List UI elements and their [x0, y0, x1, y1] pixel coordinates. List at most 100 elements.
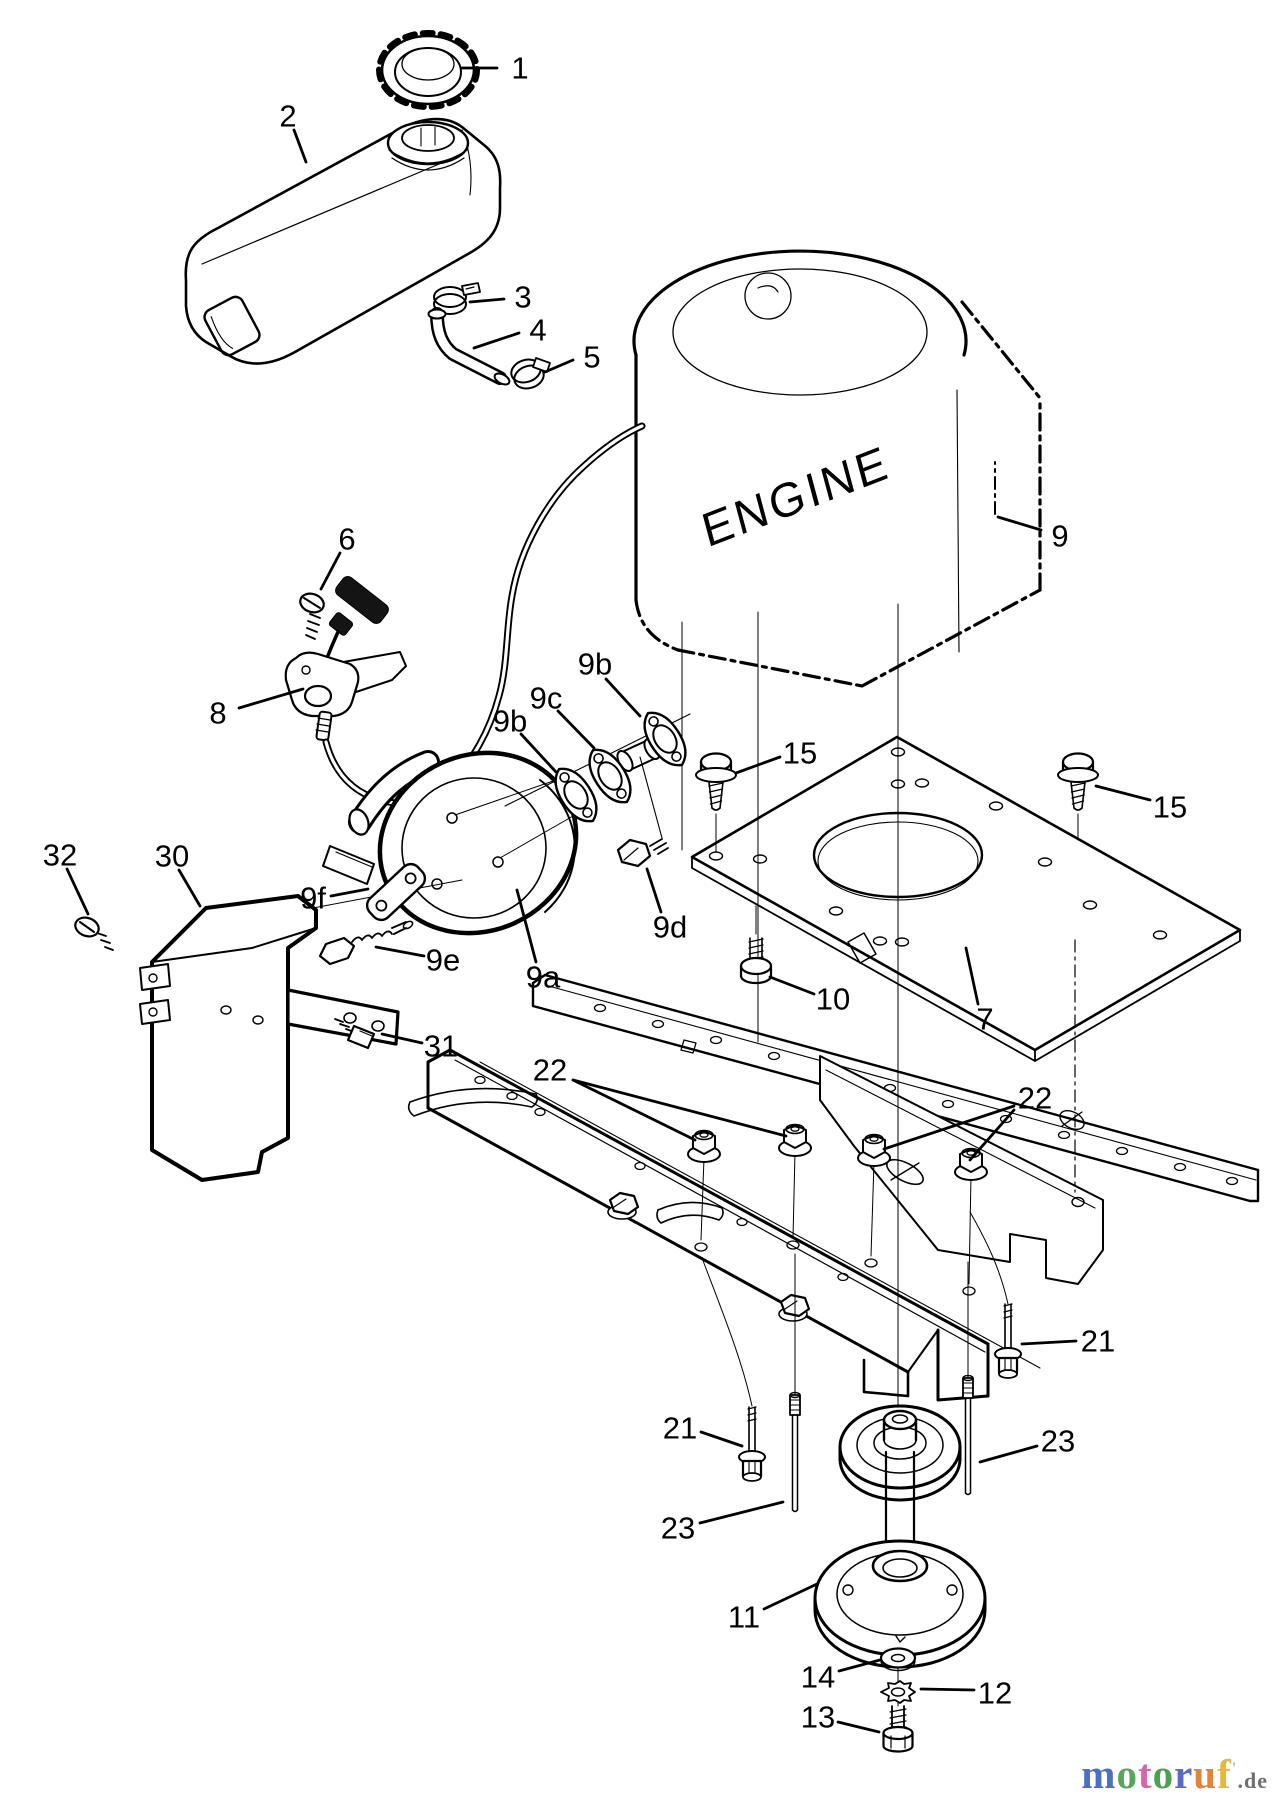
callout-leader-9b [604, 677, 642, 718]
callout-leader-9d [645, 867, 663, 914]
callout-label-5: 5 [583, 340, 600, 375]
callout-label-4: 4 [529, 313, 546, 348]
watermark-letter: o [1116, 1751, 1138, 1797]
callout-label-3: 3 [514, 280, 531, 315]
callout-leader-23 [978, 1444, 1039, 1464]
callout-layer: 123456899b9c9b9d9e9f9a303231151571022222… [43, 51, 1187, 1735]
callout-label-6: 6 [338, 522, 355, 557]
engine-box-label: ENGINE [696, 435, 895, 557]
callout-leader-23 [698, 1500, 785, 1525]
callout-label-13: 13 [801, 1700, 835, 1735]
callout-label-9: 9 [1051, 519, 1068, 554]
exhaust-gasket-stack-drawing [504, 703, 696, 839]
idler-pulley-top-drawing [838, 1404, 962, 1502]
callout-label-10: 10 [816, 982, 850, 1017]
callout-label-9c: 9c [530, 681, 563, 716]
callout-leader-8 [237, 687, 305, 710]
bolt-21-right-drawing [993, 1302, 1023, 1380]
engine-plate-drawing [690, 735, 1242, 1062]
callout-leader-15 [734, 755, 782, 775]
callout-label-22: 22 [533, 1053, 567, 1088]
callout-label-32: 32 [43, 838, 77, 873]
callout-label-15: 15 [783, 736, 817, 771]
fuel-cap-drawing [376, 30, 480, 110]
watermark-letter: r [1174, 1751, 1194, 1797]
rod-23-right-drawing [962, 1374, 974, 1496]
throttle-screw-6-drawing [299, 592, 325, 640]
callout-label-15: 15 [1153, 790, 1187, 825]
hose-clamp-3-drawing [433, 282, 481, 315]
rod-23-left-drawing [789, 1391, 801, 1513]
callout-leader-22 [571, 1078, 697, 1142]
callout-leader-21 [699, 1430, 744, 1448]
bolt-10-drawing [739, 905, 773, 985]
hose-clamp-5-drawing [510, 357, 551, 390]
callout-leader-11 [762, 1582, 819, 1611]
callout-leader-13 [836, 1720, 881, 1734]
callout-leader-9 [996, 515, 1043, 532]
throttle-control-8-drawing [284, 576, 407, 742]
callout-leader-6 [319, 551, 342, 591]
callout-label-21: 21 [663, 1411, 697, 1446]
callout-label-9d: 9d [653, 910, 687, 945]
bolt-9e-drawing [318, 920, 414, 966]
watermark-suffix: .de [1237, 1768, 1268, 1793]
callout-label-8: 8 [209, 696, 226, 731]
callout-leader-21 [1020, 1339, 1078, 1346]
screw-31-drawing [334, 1018, 376, 1050]
callout-leader-32 [65, 867, 90, 916]
callout-leader-31 [380, 1032, 424, 1045]
callout-leader-10 [768, 975, 816, 996]
callout-leader-9c [556, 709, 596, 750]
callout-leader-14 [837, 1658, 882, 1673]
engine-box-drawing: ENGINE [632, 249, 1042, 688]
watermark-letter: f [1217, 1751, 1232, 1797]
lock-washer-12-drawing [880, 1680, 916, 1704]
watermark-letter: o [1152, 1751, 1175, 1797]
callout-label-9f: 9f [300, 881, 326, 916]
callout-leader-15 [1094, 784, 1152, 802]
callout-label-7: 7 [976, 1002, 993, 1037]
callout-leader-30 [177, 868, 202, 908]
callout-leader-9b [519, 732, 558, 774]
callout-leader-12 [919, 1687, 976, 1692]
muffler-9a-drawing [322, 750, 581, 936]
callout-leader-4 [472, 331, 521, 350]
bolt-13-drawing [882, 1705, 914, 1753]
callout-label-23: 23 [661, 1511, 695, 1546]
washer-14-drawing [879, 1647, 917, 1672]
watermark-letter: u [1193, 1751, 1218, 1797]
callout-label-30: 30 [155, 839, 189, 874]
watermark-letter: ' [1231, 1758, 1238, 1778]
callout-label-14: 14 [801, 1660, 835, 1695]
callout-label-21: 21 [1081, 1324, 1115, 1359]
bracket-9f-drawing [365, 862, 427, 922]
callout-label-9b: 9b [578, 647, 612, 682]
callout-label-23: 23 [1041, 1424, 1075, 1459]
heat-shield-30-drawing [139, 879, 463, 1182]
frame-bolt-head [778, 1293, 811, 1322]
bolt-15-left-drawing [694, 752, 738, 853]
callout-leader-9f [329, 887, 370, 898]
callout-leader-22 [571, 1078, 788, 1138]
callout-leader-22 [882, 1104, 1016, 1151]
bolt-9d-drawing [616, 838, 669, 868]
callout-label-2: 2 [279, 99, 296, 134]
frame-bolt-head [607, 1191, 640, 1220]
fuel-hose-4-drawing [427, 307, 511, 386]
callout-label-9e: 9e [426, 943, 460, 978]
callout-label-31: 31 [424, 1029, 458, 1064]
watermark-letter: t [1137, 1751, 1153, 1797]
callout-leader-9a [515, 888, 538, 964]
callout-label-9b: 9b [493, 704, 527, 739]
callout-leader-22 [968, 1108, 1016, 1162]
projection-lines [681, 603, 1076, 1707]
callout-label-9a: 9a [526, 960, 561, 995]
callout-leader-5 [543, 358, 575, 374]
watermark-letter: m [1081, 1751, 1117, 1797]
callout-leader-2 [292, 128, 308, 164]
drive-pulley-11-drawing [813, 1539, 987, 1669]
callout-label-1: 1 [511, 51, 528, 86]
